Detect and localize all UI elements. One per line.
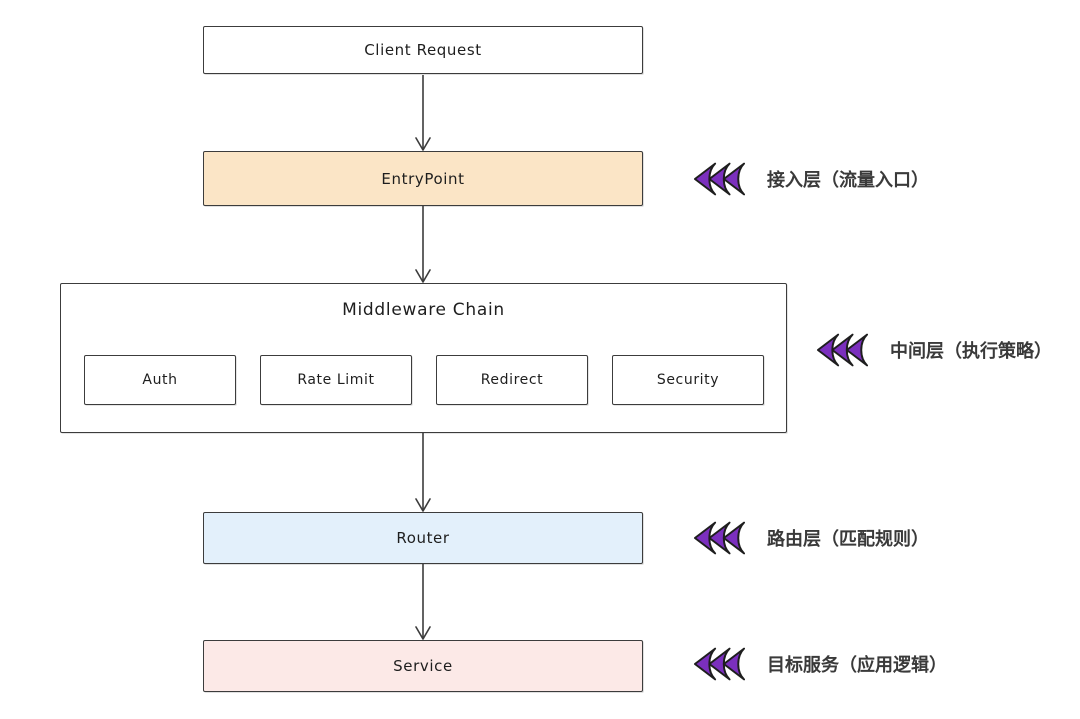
annotation-access-layer-label: 接入层（流量入口）: [767, 170, 929, 191]
node-middleware-rate-limit: Rate Limit: [260, 355, 412, 405]
node-entrypoint: EntryPoint: [203, 151, 643, 206]
triple-chevron-left-icon: [693, 647, 745, 681]
arrow-down-connector-2: [415, 206, 431, 283]
arrow-down-connector-4: [415, 564, 431, 640]
annotation-middle-layer: 中间层（执行策略）: [816, 331, 1052, 369]
node-middleware-auth-label: Auth: [142, 372, 178, 388]
node-service-label: Service: [393, 657, 453, 675]
triple-chevron-left-icon: [693, 521, 745, 555]
annotation-routing-layer-label: 路由层（匹配规则）: [767, 529, 929, 550]
annotation-target-service-label: 目标服务（应用逻辑）: [767, 655, 947, 676]
node-middleware-auth: Auth: [84, 355, 236, 405]
arrow-down-connector-1: [415, 75, 431, 151]
triple-chevron-left-icon: [816, 333, 868, 367]
annotation-access-layer: 接入层（流量入口）: [693, 160, 929, 198]
arrow-down-connector-3: [415, 433, 431, 512]
node-router-label: Router: [396, 529, 450, 547]
node-client-request-label: Client Request: [364, 41, 482, 59]
node-middleware-rate-limit-label: Rate Limit: [297, 372, 375, 388]
node-middleware-redirect-label: Redirect: [480, 372, 544, 388]
node-middleware-chain: Middleware Chain Auth Rate Limit Redirec…: [60, 283, 787, 433]
annotation-routing-layer: 路由层（匹配规则）: [693, 519, 929, 557]
node-entrypoint-label: EntryPoint: [381, 169, 465, 188]
node-middleware-chain-title: Middleware Chain: [342, 300, 505, 320]
node-client-request: Client Request: [203, 26, 643, 74]
node-router: Router: [203, 512, 643, 564]
node-middleware-security-label: Security: [656, 372, 720, 388]
annotation-target-service: 目标服务（应用逻辑）: [693, 645, 947, 683]
node-middleware-redirect: Redirect: [436, 355, 588, 405]
triple-chevron-left-icon: [693, 162, 745, 196]
node-middleware-security: Security: [612, 355, 764, 405]
node-service: Service: [203, 640, 643, 692]
annotation-middle-layer-label: 中间层（执行策略）: [890, 341, 1052, 362]
